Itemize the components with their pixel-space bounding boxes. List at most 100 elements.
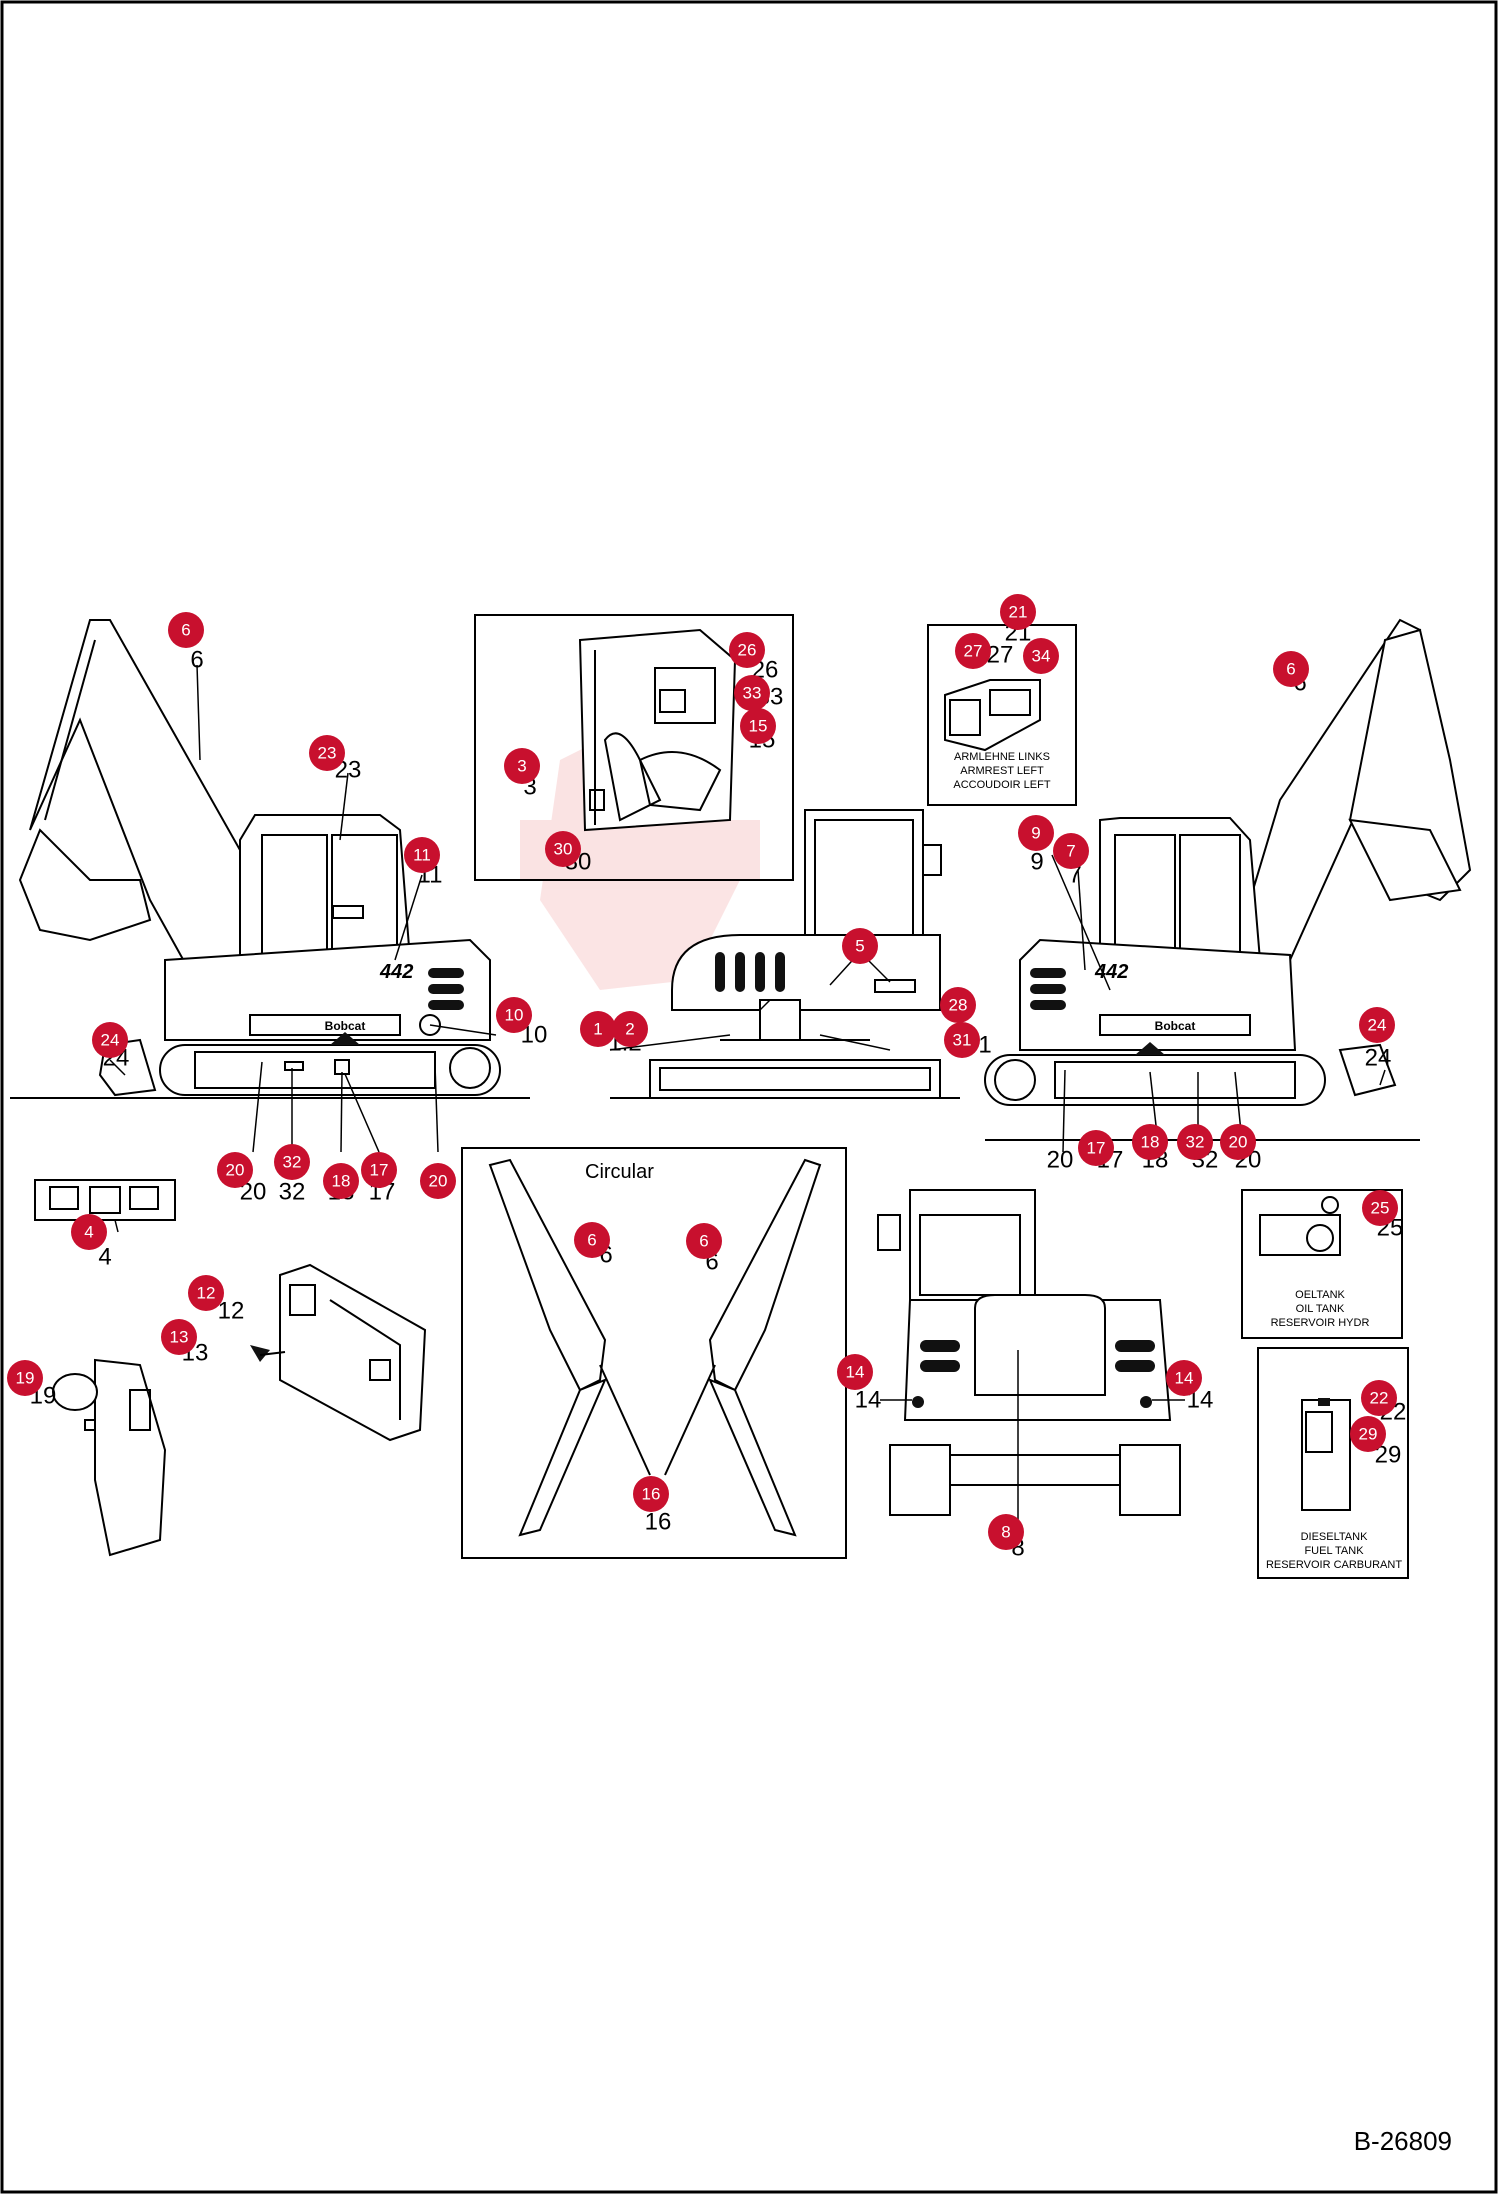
svg-text:20: 20 <box>1229 1133 1248 1152</box>
fuel-tank-caption-line-3: RESERVOIR CARBURANT <box>1266 1559 1402 1571</box>
callout-9[interactable]: 9 <box>1018 815 1054 851</box>
svg-text:6: 6 <box>699 1232 708 1251</box>
part-label-32-left: 32 <box>279 1179 306 1206</box>
armrest-inset: ARMLEHNE LINKS ARMREST LEFT ACCOUDOIR LE… <box>927 624 1077 806</box>
callout-19[interactable]: 19 <box>7 1360 43 1396</box>
svg-text:7: 7 <box>1066 842 1075 861</box>
model-number-left: 442 <box>379 961 413 983</box>
svg-text:19: 19 <box>16 1369 35 1388</box>
callout-28[interactable]: 28 <box>940 987 976 1023</box>
callout-10[interactable]: 10 <box>496 997 532 1033</box>
callout-14-right[interactable]: 14 <box>1166 1360 1202 1396</box>
svg-text:33: 33 <box>743 684 762 703</box>
callout-27[interactable]: 27 <box>955 633 991 669</box>
callout-24-right[interactable]: 24 <box>1359 1007 1395 1043</box>
callout-14-left[interactable]: 14 <box>837 1354 873 1390</box>
oil-tank-inset: OELTANK OIL TANK RESERVOIR HYDR <box>1241 1189 1403 1339</box>
part-label-20-r1: 20 <box>1047 1147 1074 1174</box>
callout-30[interactable]: 30 <box>545 831 581 867</box>
model-number-right: 442 <box>1094 961 1128 983</box>
part-label-14-left: 14 <box>855 1387 882 1414</box>
svg-text:28: 28 <box>949 996 968 1015</box>
circular-label: Circular <box>585 1161 654 1183</box>
callout-2[interactable]: 2 <box>612 1011 648 1047</box>
part-label-24-right: 24 <box>1365 1045 1392 1072</box>
callout-6-left[interactable]: 6 <box>168 612 204 648</box>
fuel-tank-caption-line-1: DIESELTANK <box>1301 1531 1368 1543</box>
callout-32-left[interactable]: 32 <box>274 1144 310 1180</box>
excavator-left-view: 442 Bobcat <box>18 619 501 1097</box>
callout-3[interactable]: 3 <box>504 748 540 784</box>
callout-25[interactable]: 25 <box>1362 1190 1398 1226</box>
part-label-27: 27 <box>987 642 1014 669</box>
svg-text:5: 5 <box>855 937 864 956</box>
callout-1[interactable]: 1 <box>580 1011 616 1047</box>
svg-text:32: 32 <box>1186 1133 1205 1152</box>
part-label-6-left: 6 <box>190 647 203 674</box>
callout-32-right[interactable]: 32 <box>1177 1124 1213 1160</box>
callout-6-circ-b[interactable]: 6 <box>686 1223 722 1259</box>
svg-text:23: 23 <box>318 744 337 763</box>
callout-5[interactable]: 5 <box>842 928 878 964</box>
callout-17-left[interactable]: 17 <box>361 1152 397 1188</box>
decal-4-panel <box>34 1179 176 1221</box>
part-label-4: 4 <box>98 1244 111 1271</box>
callout-18-right[interactable]: 18 <box>1132 1124 1168 1160</box>
svg-text:6: 6 <box>587 1231 596 1250</box>
excavator-rear-view <box>877 1189 1181 1516</box>
part-label-12: 12 <box>218 1298 245 1325</box>
callout-23[interactable]: 23 <box>309 735 345 771</box>
svg-text:20: 20 <box>429 1172 448 1191</box>
callout-24-left[interactable]: 24 <box>92 1022 128 1058</box>
svg-text:10: 10 <box>505 1006 524 1025</box>
decal-12-panel <box>250 1263 427 1442</box>
callout-17-right[interactable]: 17 <box>1078 1130 1114 1166</box>
callout-21[interactable]: 21 <box>1000 594 1036 630</box>
svg-text:16: 16 <box>642 1485 661 1504</box>
callout-7[interactable]: 7 <box>1053 833 1089 869</box>
fuel-tank-caption-line-2: FUEL TANK <box>1304 1545 1364 1557</box>
callout-31[interactable]: 31 <box>944 1022 980 1058</box>
callout-8[interactable]: 8 <box>988 1514 1024 1550</box>
callout-16[interactable]: 16 <box>633 1476 669 1512</box>
excavator-right-view: 442 Bobcat <box>984 618 1472 1106</box>
svg-text:17: 17 <box>1087 1139 1106 1158</box>
svg-text:25: 25 <box>1371 1199 1390 1218</box>
callout-20-b[interactable]: 20 <box>420 1163 456 1199</box>
callout-34[interactable]: 34 <box>1023 638 1059 674</box>
oil-tank-caption-line-3: RESERVOIR HYDR <box>1271 1317 1370 1329</box>
armrest-caption-line-1: ARMLEHNE LINKS <box>954 751 1050 763</box>
callout-33[interactable]: 33 <box>734 675 770 711</box>
callout-4[interactable]: 4 <box>71 1214 107 1250</box>
svg-text:29: 29 <box>1359 1425 1378 1444</box>
callout-29[interactable]: 29 <box>1350 1416 1386 1452</box>
svg-text:15: 15 <box>749 717 768 736</box>
svg-text:18: 18 <box>332 1172 351 1191</box>
svg-text:2: 2 <box>625 1020 634 1039</box>
svg-text:27: 27 <box>964 642 983 661</box>
brand-text-left: Bobcat <box>325 1019 366 1033</box>
callout-12[interactable]: 12 <box>188 1275 224 1311</box>
svg-text:26: 26 <box>738 641 757 660</box>
svg-text:1: 1 <box>593 1020 602 1039</box>
callout-18-left[interactable]: 18 <box>323 1163 359 1199</box>
callout-20-a[interactable]: 20 <box>217 1152 253 1188</box>
part-label-16: 16 <box>645 1509 672 1536</box>
callout-6-circ-a[interactable]: 6 <box>574 1222 610 1258</box>
callout-11[interactable]: 11 <box>404 837 440 873</box>
decal-19-bucket <box>52 1358 167 1557</box>
callout-22[interactable]: 22 <box>1361 1380 1397 1416</box>
circular-inset: Circular <box>461 1147 847 1559</box>
armrest-caption-line-3: ACCOUDOIR LEFT <box>953 779 1050 791</box>
callout-26[interactable]: 26 <box>729 632 765 668</box>
callout-15[interactable]: 15 <box>740 708 776 744</box>
callout-20-right[interactable]: 20 <box>1220 1124 1256 1160</box>
svg-text:14: 14 <box>1175 1369 1194 1388</box>
svg-text:20: 20 <box>226 1161 245 1180</box>
oil-tank-caption-line-1: OELTANK <box>1295 1289 1345 1301</box>
svg-text:13: 13 <box>170 1328 189 1347</box>
callout-6-right[interactable]: 6 <box>1273 651 1309 687</box>
callout-13[interactable]: 13 <box>161 1319 197 1355</box>
